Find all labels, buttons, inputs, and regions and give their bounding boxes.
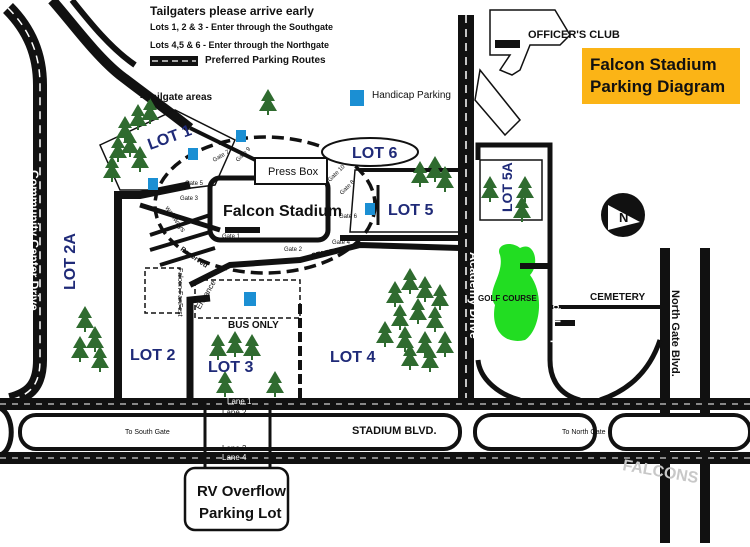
lot6-outline <box>321 137 419 167</box>
lot1-outline <box>99 109 236 191</box>
stadium-blvd-label: STADIUM BLVD. <box>352 425 437 437</box>
golf-course-label: GOLF COURSE <box>478 294 537 303</box>
legend-note-arrive-early: Tailgaters please arrive early <box>150 4 314 18</box>
lot5a-label: LOT 5A <box>499 162 515 212</box>
title-line2: Parking Diagram <box>590 77 726 96</box>
gate10-label: Gate 10 <box>327 164 347 184</box>
lot6-label: LOT 6 <box>352 145 397 162</box>
handicap-icons <box>148 90 375 306</box>
rv-overflow-box <box>183 466 290 532</box>
gate5-label: Gate 5 <box>185 181 204 187</box>
golf-path <box>520 263 550 269</box>
lot5-label: LOT 5 <box>388 202 433 219</box>
lot3-label: LOT 3 <box>208 359 253 376</box>
douglas-drive-label: DOUGLAS DRIVE <box>58 11 108 68</box>
preferred-route-legend-icon <box>150 56 198 66</box>
gate9-label: Gate 9 <box>235 146 252 163</box>
stadium-blvd-road <box>0 398 750 464</box>
title-line1: Falcon Stadium <box>590 55 717 74</box>
legend-handicap-label: Handicap Parking <box>372 90 451 101</box>
cemetery-road <box>550 305 660 309</box>
lane3-label: Lane 3 <box>222 444 247 453</box>
lane2-label: Lane 2 <box>222 408 247 417</box>
lane1-label: Lane 1 <box>227 397 252 406</box>
officers-club-label: OFFICER'S CLUB <box>528 29 620 41</box>
north-label: N <box>619 210 628 225</box>
douglas-drive-road <box>48 0 194 132</box>
stadium-label: Falcon Stadium <box>223 203 342 220</box>
bus-only-label: BUS ONLY <box>228 320 279 331</box>
north-gate-blvd-road <box>599 248 710 543</box>
legend-routes-label: Preferred Parking Routes <box>205 55 326 66</box>
golf-course-area <box>492 244 540 341</box>
academy-drive-road <box>458 15 474 410</box>
to-south-gate-label: To South Gate <box>125 429 170 436</box>
lot1-label: LOT 1 <box>146 122 195 154</box>
legend-note-southgate: Lots 1, 2 & 3 - Enter through the Southg… <box>150 22 334 32</box>
press-box-label: Press Box <box>268 166 319 178</box>
title-box: Falcon Stadium Parking Diagram <box>582 48 740 104</box>
rv-connectors <box>203 398 272 470</box>
gate4-label: Gate 4 <box>332 240 351 246</box>
gate1-label: Gate 1 <box>222 234 241 240</box>
gate2-label: Gate 2 <box>284 247 303 253</box>
rv-overflow-label-line1: RV Overflow <box>197 483 286 500</box>
to-north-gate-label: To North Gate <box>562 429 606 436</box>
legend-tailgate-label: - Tailgate areas <box>140 92 213 103</box>
falcon-fanfest-label: Falcon FanFest <box>176 268 183 317</box>
cemetery-path <box>555 320 575 326</box>
rv-overflow-label-line2: Parking Lot <box>199 505 282 522</box>
cemetery-label: CEMETERY <box>590 292 646 303</box>
academy-drive-label: Academy Drive <box>467 252 481 339</box>
legend-note-northgate: Lots 4,5 & 6 - Enter through the Northga… <box>150 40 330 50</box>
lot4-label: LOT 4 <box>330 349 375 366</box>
lot2a-label: LOT 2A <box>62 233 79 290</box>
officers-club-building <box>474 9 571 137</box>
gate6-label: Gate 6 <box>339 214 358 220</box>
lot2-label: LOT 2 <box>130 347 175 364</box>
community-center-drive-label: Community Center Drive <box>27 170 41 311</box>
gate3-label: Gate 3 <box>180 196 199 202</box>
parade-loop-label: Parade Loop <box>550 280 562 347</box>
north-gate-blvd-label: North Gate Blvd. <box>669 290 681 377</box>
lane4-label: Lane 4 <box>222 453 247 462</box>
community-center-drive-road <box>2 3 47 407</box>
north-arrow-icon: N <box>601 193 645 237</box>
